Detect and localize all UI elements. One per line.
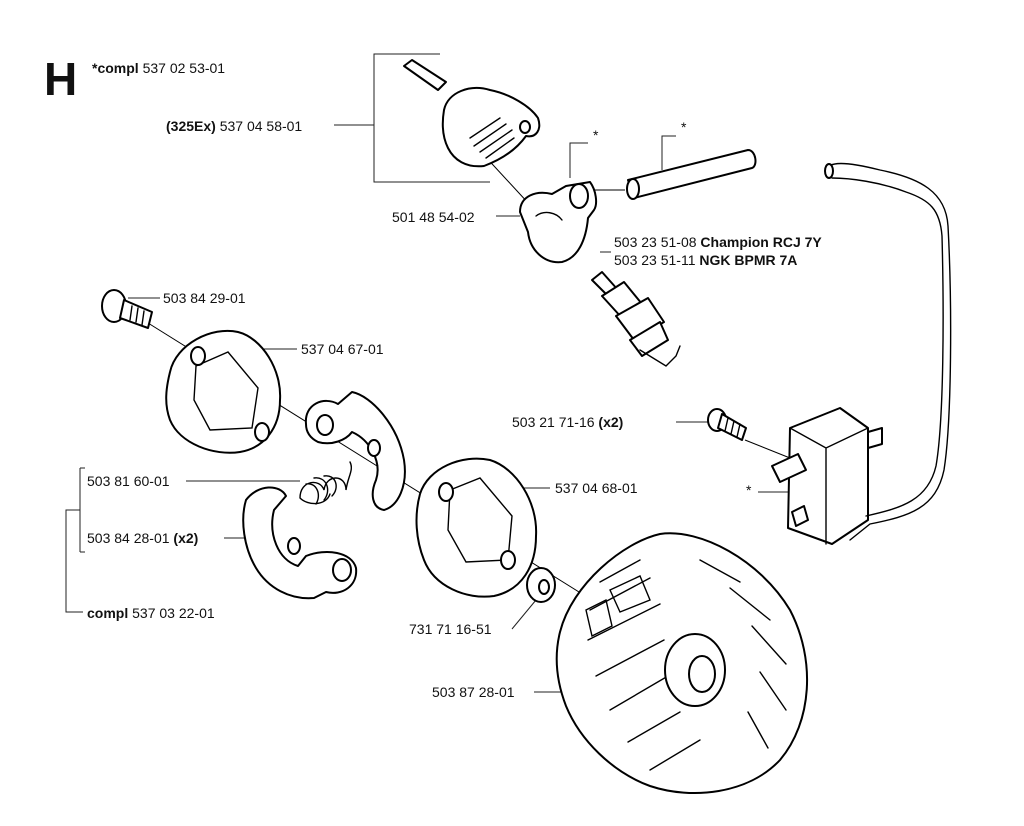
label-spring: 503 81 60-01 <box>87 473 170 489</box>
label-plug-1: 503 23 51-08 Champion RCJ 7Y <box>614 234 822 250</box>
label-flywheel: 503 87 28-01 <box>432 684 515 700</box>
label-compl-top: *compl 537 02 53-01 <box>92 60 225 76</box>
clutch-shoe-lower-icon <box>242 486 358 600</box>
clutch-shoe-upper-icon <box>304 391 406 511</box>
washer-icon <box>526 567 556 603</box>
label-washer: 731 71 16-51 <box>409 621 492 637</box>
ignition-cable-icon <box>824 162 952 541</box>
plate-1-icon <box>165 329 282 454</box>
ignition-tube-icon <box>626 149 757 200</box>
label-plate-1: 537 04 67-01 <box>301 341 384 357</box>
plug-cover-icon <box>403 59 541 168</box>
star-module: * <box>746 482 752 498</box>
section-letter: H <box>44 53 77 105</box>
spark-plug-icon <box>591 271 681 367</box>
plate-2-icon <box>415 457 538 598</box>
label-cap: 501 48 54-02 <box>392 209 475 225</box>
label-screw: 503 21 71-16 (x2) <box>512 414 623 430</box>
ignition-module-icon <box>771 407 883 545</box>
label-bolt: 503 84 29-01 <box>163 290 246 306</box>
screw-icon <box>707 408 747 441</box>
spring-icon <box>299 461 353 505</box>
label-compl-bottom: compl 537 03 22-01 <box>87 605 215 621</box>
star-cap: * <box>593 127 599 143</box>
label-cover: (325Ex) 537 04 58-01 <box>166 118 302 134</box>
flywheel-icon <box>555 532 809 795</box>
label-plate-2: 537 04 68-01 <box>555 480 638 496</box>
label-plug-2: 503 23 51-11 NGK BPMR 7A <box>614 252 797 268</box>
star-tube: * <box>681 119 687 135</box>
label-shoe: 503 84 28-01 (x2) <box>87 530 198 546</box>
bolt-icon <box>101 289 153 329</box>
plug-cap-icon <box>519 181 598 264</box>
